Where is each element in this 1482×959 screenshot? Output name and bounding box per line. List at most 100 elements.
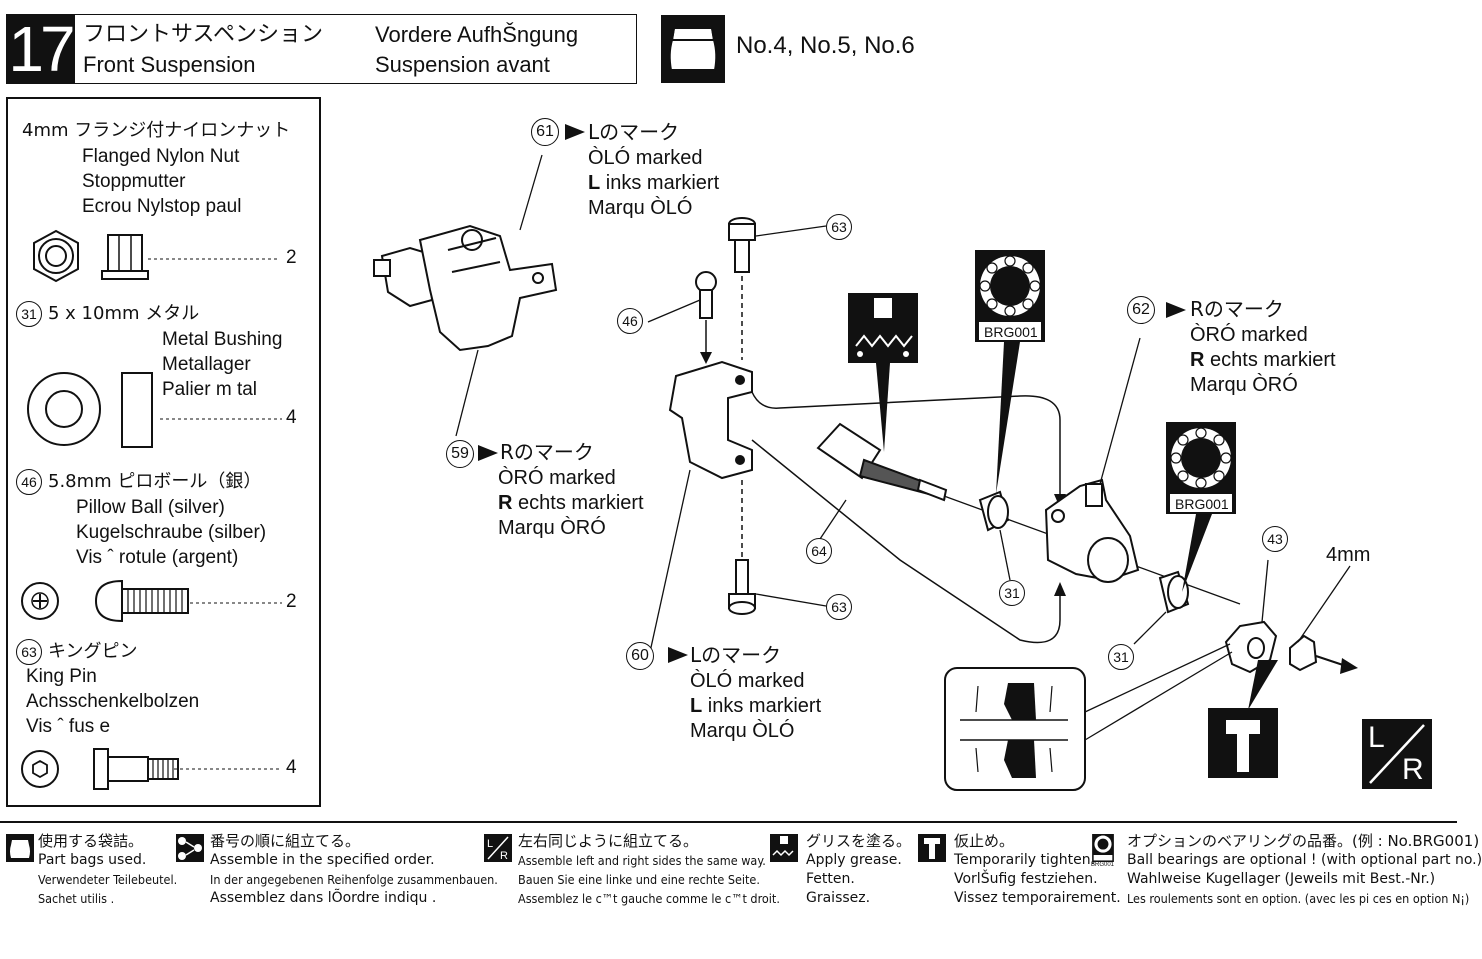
title-en: Front Suspension [83, 52, 256, 77]
part-kingpin-name-de: Achsschenkelbolzen [26, 691, 200, 712]
king-pin-drawing [21, 748, 179, 790]
callout-62-ja: Rのマーク [1190, 297, 1284, 321]
qty-leader [174, 768, 282, 770]
part-kingpin-name-fr: Vis ˆ fus e [26, 716, 111, 737]
legend-order: 番号の順に組立てる。 Assemble in the specified ord… [210, 832, 498, 906]
part-nut-name-en: Flanged Nylon Nut [82, 146, 240, 167]
assembled-knuckle-drawing [373, 224, 558, 352]
part-number-31: 31 [999, 580, 1025, 606]
part-bushing-name-de: Metallager [162, 354, 251, 375]
part-number-43: 43 [1262, 526, 1288, 552]
bearing-part-label: BRG001 [1175, 496, 1229, 512]
title-fr: Suspension avant [375, 52, 550, 77]
screw-icon [1208, 660, 1278, 778]
legend-tighten: 仮止め。 Temporarily tighten. VorlŠufig fest… [954, 832, 1121, 906]
callout-59-de: R echts markiert [498, 492, 644, 514]
part-ball-name-ja: 5.8mm ピロボール（銀） [48, 471, 262, 492]
callout-60-ja: Lのマーク [690, 643, 782, 667]
parts-bag-reference: No.4, No.5, No.6 [736, 32, 915, 59]
nut-orientation-detail [960, 683, 1068, 778]
bearing-icon [1166, 422, 1236, 592]
screw-icon [918, 834, 946, 862]
part-nut-name-fr: Ecrou Nylstop paul [82, 196, 242, 217]
callout-61-en: ÒLÓ marked [588, 147, 703, 169]
part-number-63: 63 [826, 594, 852, 620]
nut-part [1224, 620, 1318, 674]
legend-bearing: オプションのベアリングの品番。(例 : No.BRG001) Ball bear… [1127, 832, 1482, 906]
part-ball-name-de: Kugelschraube (silber) [76, 522, 267, 543]
svg-text:R: R [500, 850, 508, 862]
part-nut-name-ja: 4mm フランジ付ナイロンナット [22, 120, 291, 141]
bushing-part [978, 490, 1190, 614]
callout-62-fr: Marqu ÒRÓ [1190, 374, 1298, 396]
qty-leader [148, 258, 278, 260]
hub-carrier-drawing [1044, 478, 1140, 583]
callout-61-ja: Lのマーク [588, 120, 680, 144]
bearing-icon-label: BRG001 [1091, 862, 1115, 868]
part-nut-qty: 2 [286, 247, 297, 268]
axle-drawing [816, 422, 948, 502]
lr-icon: L R [1362, 719, 1432, 789]
callout-60-en: ÒLÓ marked [690, 670, 805, 692]
part-kingpin-name-en: King Pin [26, 666, 97, 687]
pillow-ball-part [695, 271, 717, 319]
legend-divider [0, 821, 1457, 823]
pillow-ball-drawing [21, 579, 189, 623]
bushing-drawing [27, 372, 153, 448]
step-number: 17 [6, 14, 76, 84]
svg-text:L: L [487, 838, 493, 850]
callout-60-fr: Marqu ÒLÓ [690, 720, 795, 742]
step-title-box: フロントサスペンション Front Suspension Vordere Auf… [74, 14, 637, 84]
title-ja: フロントサスペンション [83, 22, 324, 47]
callout-62-en: ÒRÓ marked [1190, 324, 1308, 346]
callout-number: 62 [1127, 296, 1155, 324]
part-ball-name-en: Pillow Ball (silver) [76, 497, 225, 518]
legend-lr: 左右同じように組立てる。 Assemble left and right sid… [518, 832, 780, 906]
callout-61-de: L inks markiert [588, 172, 720, 194]
parts-list: 4mm フランジ付ナイロンナット Flanged Nylon Nut Stopp… [6, 97, 321, 807]
order-icon [176, 834, 204, 862]
callout-number: 59 [446, 440, 474, 468]
part-bushing-name-ja: 5 x 10mm メタル [48, 303, 200, 324]
qty-leader [160, 418, 282, 420]
part-nut-name-de: Stoppmutter [82, 171, 186, 192]
part-ball-name-fr: Vis ˆ rotule (argent) [76, 547, 239, 568]
nut-size-label: 4mm [1326, 544, 1371, 566]
callout-61-fr: Marqu ÒLÓ [588, 197, 693, 219]
bearing-icon [1092, 834, 1114, 862]
part-number-31: 31 [1108, 644, 1134, 670]
part-number-badge: 31 [16, 301, 42, 327]
bearing-icon [975, 250, 1045, 494]
bag-icon [6, 834, 34, 862]
lr-mark-left: L [1368, 721, 1385, 754]
part-bushing-qty: 4 [286, 407, 297, 428]
part-ball-qty: 2 [286, 591, 297, 612]
nut-drawing [33, 229, 149, 283]
lr-mark-right: R [1402, 753, 1424, 786]
legend-bag: 使用する袋詰。 Part bags used. Verwendeter Teil… [38, 832, 178, 906]
callout-number: 61 [531, 118, 559, 146]
callout-59-fr: Marqu ÒRÓ [498, 517, 606, 539]
legend-grease: グリスを塗る。 Apply grease. Fetten. Graissez. [806, 832, 912, 906]
grease-icon [848, 293, 918, 452]
part-number-badge: 46 [16, 469, 42, 495]
bag-icon [661, 15, 725, 83]
king-pin-top [728, 217, 756, 273]
part-number-46: 46 [617, 308, 643, 334]
c-hub-drawing [668, 360, 753, 480]
king-pin-bottom [728, 559, 756, 615]
bearing-part-label: BRG001 [984, 324, 1038, 340]
lr-icon: L R [484, 834, 512, 862]
detail-inset [944, 667, 1086, 791]
part-kingpin-name-ja: キングピン [48, 641, 138, 662]
callout-60-de: L inks markiert [690, 695, 822, 717]
part-number-63: 63 [826, 214, 852, 240]
part-kingpin-qty: 4 [286, 757, 297, 778]
part-bushing-name-en: Metal Bushing [162, 329, 283, 350]
grease-icon [770, 834, 798, 862]
callout-59-ja: Rのマーク [500, 440, 594, 464]
callout-59-en: ÒRÓ marked [498, 467, 616, 489]
part-bushing-name-fr: Palier m tal [162, 379, 258, 400]
callout-62-de: R echts markiert [1190, 349, 1336, 371]
callout-number: 60 [626, 642, 654, 670]
